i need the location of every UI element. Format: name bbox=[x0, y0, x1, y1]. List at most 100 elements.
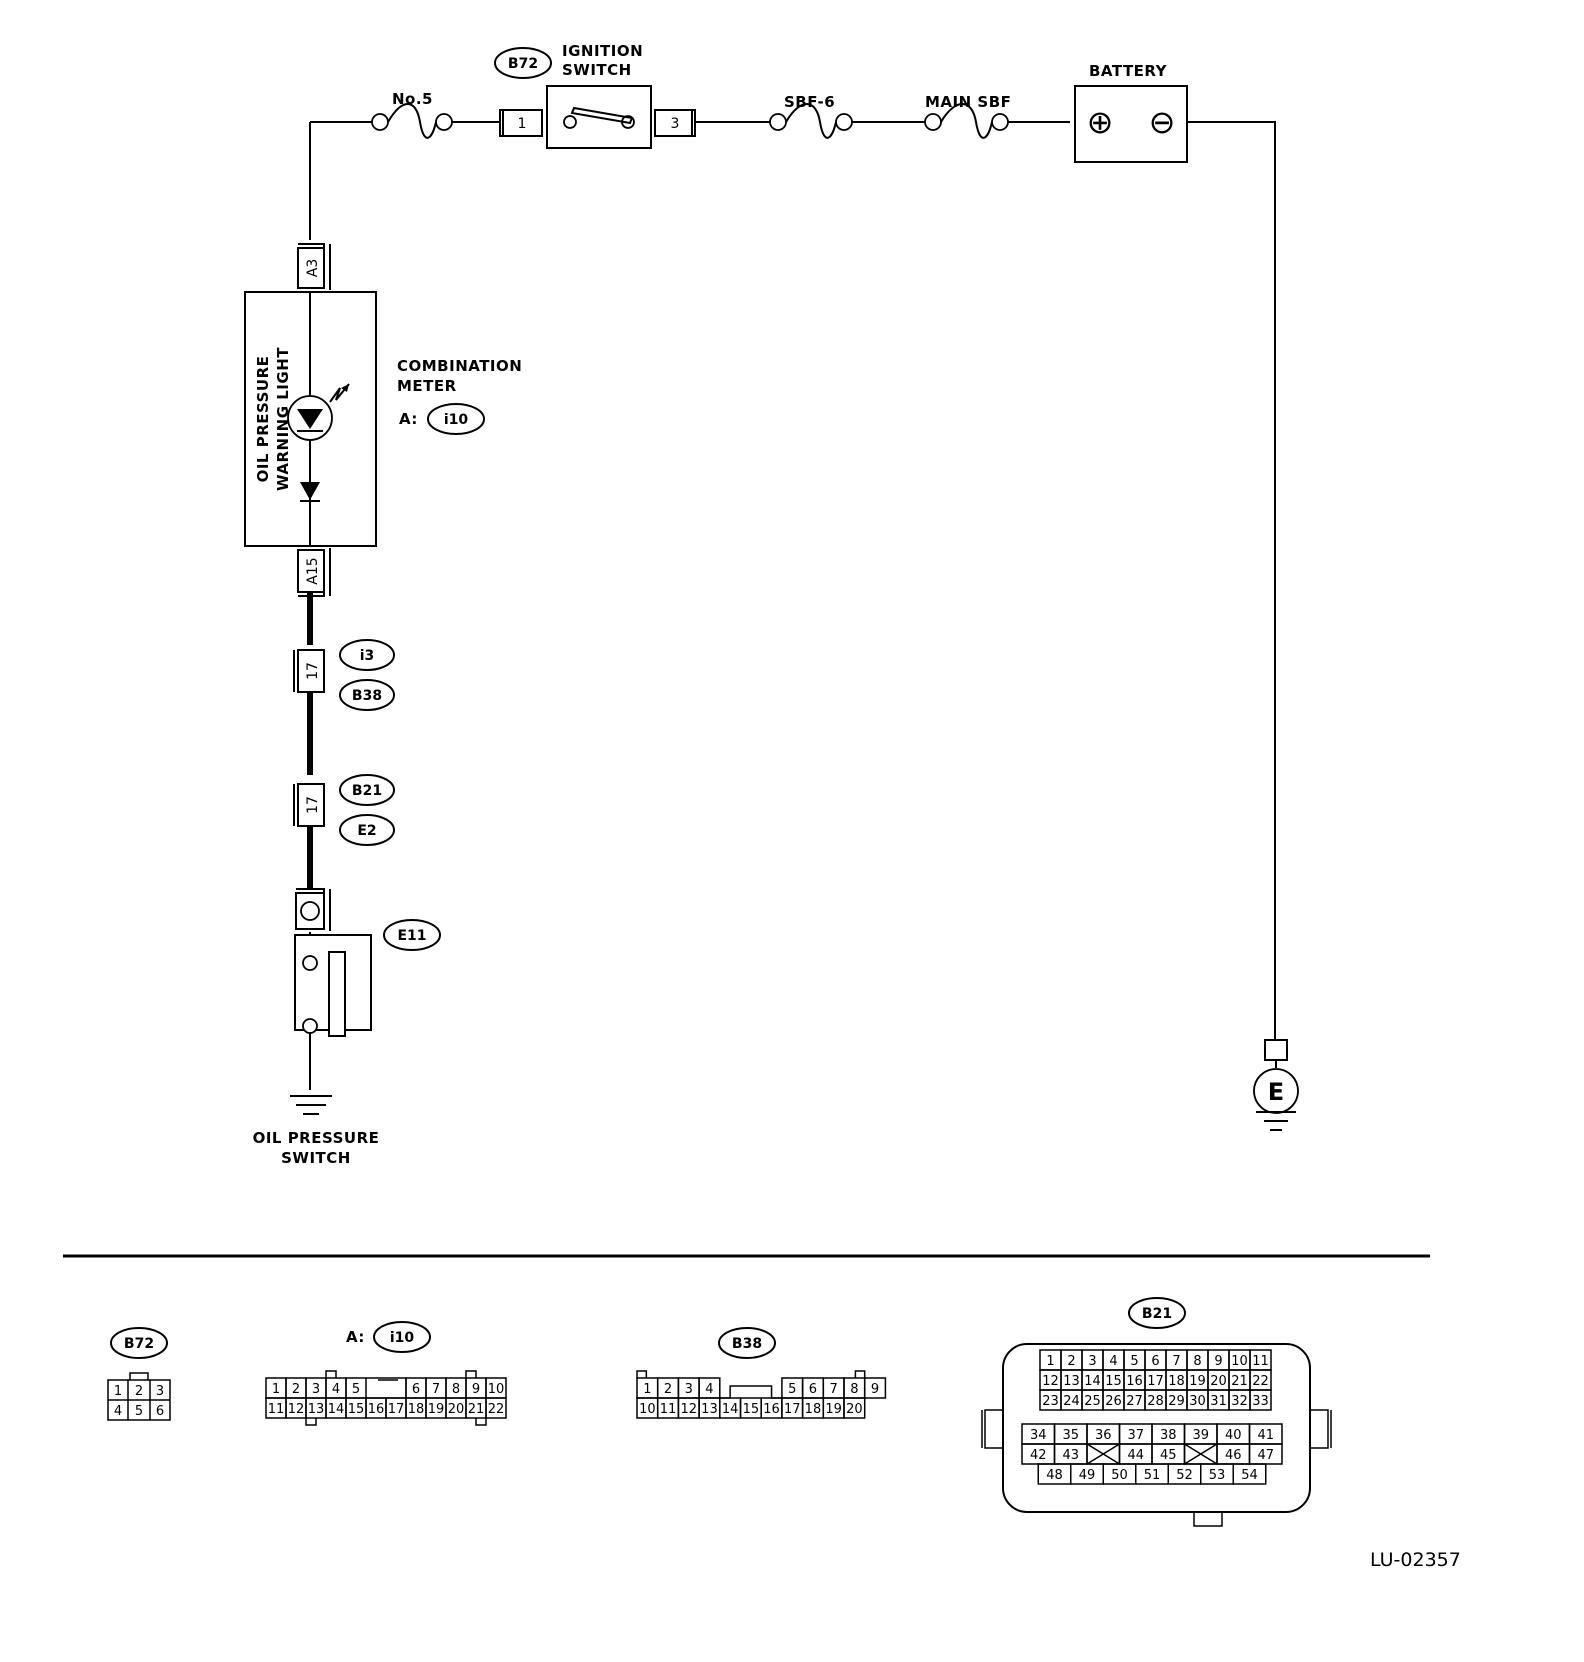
i10-pin: 12 bbox=[288, 1402, 305, 1417]
b21-pin: 31 bbox=[1210, 1394, 1227, 1409]
connector-face-b72: B72 1 2 3 4 5 6 bbox=[107, 1327, 171, 1421]
i10-pin: 4 bbox=[332, 1382, 340, 1397]
fuse-sbf6: SBF-6 bbox=[769, 93, 853, 139]
b72-pin: 6 bbox=[156, 1404, 164, 1419]
b21-pin: 21 bbox=[1231, 1374, 1248, 1389]
oil-pressure-switch: E11 OIL PRESSURE SWITCH bbox=[253, 888, 441, 1167]
ignition-switch-connector-id: B72 bbox=[508, 56, 538, 72]
b21-pin: 13 bbox=[1063, 1374, 1080, 1389]
combination-meter-label-line1: COMBINATION bbox=[397, 357, 522, 375]
b38-pin: 11 bbox=[660, 1402, 677, 1417]
b21-pin: 14 bbox=[1084, 1374, 1101, 1389]
ignition-switch-label-line2: SWITCH bbox=[562, 61, 632, 79]
b21-pin: 24 bbox=[1063, 1394, 1080, 1409]
b21-pin: 11 bbox=[1252, 1354, 1269, 1369]
b38-pin: 6 bbox=[809, 1382, 817, 1397]
b72-pin: 3 bbox=[156, 1384, 164, 1399]
i10-pin: 11 bbox=[268, 1402, 285, 1417]
b21-pin: 15 bbox=[1105, 1374, 1122, 1389]
b21-pin: 26 bbox=[1105, 1394, 1122, 1409]
b21-pin: 51 bbox=[1144, 1468, 1161, 1483]
blank-cavity-mark bbox=[1184, 1443, 1218, 1465]
joint-lower-connector-a: B21 bbox=[352, 783, 382, 799]
b21-pin: 47 bbox=[1257, 1448, 1274, 1463]
b21-pin: 1 bbox=[1046, 1354, 1054, 1369]
b38-cell bbox=[843, 1397, 866, 1419]
diode-icon bbox=[300, 482, 320, 502]
b72-pin: 1 bbox=[114, 1384, 122, 1399]
meter-terminal-a3: A3 bbox=[305, 259, 321, 277]
b21-pin: 22 bbox=[1252, 1374, 1269, 1389]
b38-pin: 5 bbox=[788, 1382, 796, 1397]
i10-pin: 10 bbox=[488, 1382, 505, 1397]
i10-latch bbox=[305, 1418, 317, 1426]
chassis-ground-icon bbox=[290, 1095, 332, 1115]
joint-upper-connector-a: i3 bbox=[360, 648, 375, 664]
b21-pin: 46 bbox=[1225, 1448, 1242, 1463]
fuse-no5-label: No.5 bbox=[392, 90, 433, 108]
b38-key-slot bbox=[719, 1385, 782, 1399]
b21-pin: 28 bbox=[1147, 1394, 1164, 1409]
battery-label: BATTERY bbox=[1089, 62, 1168, 80]
ignition-switch: B72 IGNITION SWITCH 1 3 bbox=[494, 42, 696, 149]
i10-pin: 6 bbox=[412, 1382, 420, 1397]
i10-cell bbox=[485, 1397, 507, 1419]
b21-pin: 10 bbox=[1231, 1354, 1248, 1369]
b21-pin: 16 bbox=[1126, 1374, 1143, 1389]
combination-meter-prefix: A: bbox=[399, 410, 418, 428]
b21-pin: 12 bbox=[1042, 1374, 1059, 1389]
b21-pin: 37 bbox=[1127, 1428, 1144, 1443]
blank-cavity-mark bbox=[1086, 1443, 1120, 1465]
b21-pin: 36 bbox=[1095, 1428, 1112, 1443]
ignition-terminal-1: 1 bbox=[518, 116, 527, 132]
b21-pin: 45 bbox=[1160, 1448, 1177, 1463]
b38-pin: 17 bbox=[784, 1402, 801, 1417]
i10-pin: 20 bbox=[448, 1402, 465, 1417]
connector-face-i10-prefix: A: bbox=[346, 1328, 365, 1346]
battery: BATTERY ⊕ ⊖ bbox=[1074, 62, 1188, 163]
b21-pin: 9 bbox=[1214, 1354, 1222, 1369]
b38-latch bbox=[636, 1370, 648, 1378]
b21-pin: 43 bbox=[1062, 1448, 1079, 1463]
joint-connector-b21-e2: 17 B21 E2 bbox=[293, 774, 395, 846]
b21-pin: 5 bbox=[1130, 1354, 1138, 1369]
b21-pin: 25 bbox=[1084, 1394, 1101, 1409]
b38-cell bbox=[863, 1377, 887, 1399]
connector-face-b72-title: B72 bbox=[124, 1336, 154, 1352]
wire-harness bbox=[307, 121, 1276, 1090]
b38-pin: 16 bbox=[763, 1402, 780, 1417]
i10-latch bbox=[475, 1418, 487, 1426]
i10-pin: 8 bbox=[452, 1382, 460, 1397]
b21-pin: 20 bbox=[1210, 1374, 1227, 1389]
b21-pin: 32 bbox=[1231, 1394, 1248, 1409]
meter-terminal-a15: A15 bbox=[305, 557, 321, 584]
battery-minus-terminal: ⊖ bbox=[1149, 103, 1176, 141]
oil-pressure-switch-label-line1: OIL PRESSURE bbox=[253, 1129, 380, 1147]
b21-pin: 8 bbox=[1193, 1354, 1201, 1369]
b38-latch bbox=[854, 1370, 866, 1378]
b21-pin: 23 bbox=[1042, 1394, 1059, 1409]
fuse-no5: No.5 bbox=[371, 90, 453, 139]
i10-pin: 15 bbox=[348, 1402, 365, 1417]
b21-pin: 53 bbox=[1209, 1468, 1226, 1483]
b38-pin: 3 bbox=[685, 1382, 693, 1397]
i10-pin: 3 bbox=[312, 1382, 320, 1397]
b38-pin: 4 bbox=[705, 1382, 713, 1397]
b38-pin: 12 bbox=[680, 1402, 697, 1417]
engine-ground: E bbox=[1253, 1039, 1299, 1131]
i10-latch bbox=[325, 1370, 337, 1378]
ignition-switch-label-line1: IGNITION bbox=[562, 42, 643, 60]
engine-ground-symbol: E bbox=[1268, 1078, 1284, 1106]
b21-pin: 44 bbox=[1127, 1448, 1144, 1463]
battery-plus-terminal: ⊕ bbox=[1087, 103, 1114, 141]
b21-pin: 50 bbox=[1111, 1468, 1128, 1483]
b21-pin: 2 bbox=[1067, 1354, 1075, 1369]
joint-upper-terminal: 17 bbox=[305, 662, 321, 680]
b21-pin: 49 bbox=[1079, 1468, 1096, 1483]
i10-pin: 21 bbox=[468, 1402, 485, 1417]
b21-pin: 29 bbox=[1168, 1394, 1185, 1409]
i10-pin: 5 bbox=[352, 1382, 360, 1397]
